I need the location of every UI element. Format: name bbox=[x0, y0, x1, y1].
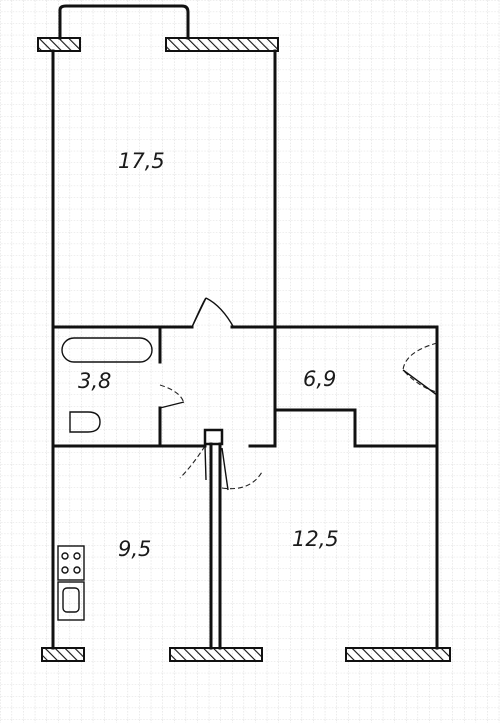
sink-basin bbox=[62, 587, 80, 613]
door-arc-bedroom bbox=[221, 471, 263, 490]
wall-hatch-top-right bbox=[165, 37, 279, 52]
column bbox=[203, 428, 224, 446]
wall-niche bbox=[273, 408, 439, 448]
wall-hatch-top-left bbox=[37, 37, 81, 52]
wall-hatch-bottom-right bbox=[345, 647, 451, 662]
balcony-outline bbox=[58, 4, 190, 40]
toilet bbox=[69, 411, 101, 433]
stove-burner-1 bbox=[61, 552, 69, 560]
room-area-hall: 6,9 bbox=[303, 367, 336, 391]
door-leaf-living bbox=[191, 297, 207, 328]
sink bbox=[57, 581, 85, 621]
stove-burner-2 bbox=[73, 552, 81, 560]
room-area-bedroom: 12,5 bbox=[292, 527, 339, 551]
wall-hatch-bottom-center bbox=[169, 647, 263, 662]
room-area-kitchen: 9,5 bbox=[118, 537, 151, 561]
room-area-bathroom: 3,8 bbox=[78, 369, 111, 393]
bathtub bbox=[61, 337, 153, 363]
door-arc-bathroom bbox=[159, 384, 185, 405]
stove bbox=[57, 545, 85, 581]
door-leaf-entry bbox=[402, 369, 438, 396]
door-arc-kitchen bbox=[179, 445, 206, 479]
door-leaf-kitchen bbox=[204, 445, 207, 481]
stove-burner-3 bbox=[61, 566, 69, 574]
room-area-living: 17,5 bbox=[118, 149, 165, 173]
stove-burner-4 bbox=[73, 566, 81, 574]
wall-hatch-bottom-left bbox=[41, 647, 85, 662]
door-leaf-bedroom bbox=[221, 447, 229, 491]
door-leaf-bathroom bbox=[159, 401, 185, 409]
